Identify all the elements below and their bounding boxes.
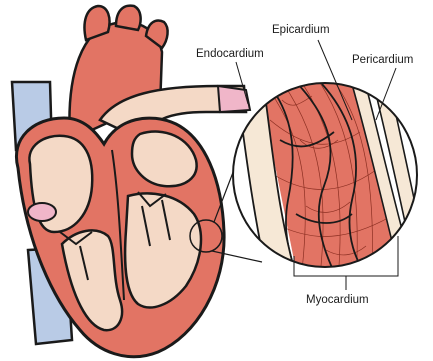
aortic-branch-2 bbox=[116, 6, 141, 30]
label-myocardium: Myocardium bbox=[306, 294, 369, 306]
label-epicardium: Epicardium bbox=[272, 24, 330, 36]
coronary-sinus bbox=[28, 203, 56, 221]
label-endocardium: Endocardium bbox=[196, 48, 264, 60]
label-pericardium: Pericardium bbox=[352, 54, 413, 66]
magnified-wall-view bbox=[233, 70, 433, 290]
pulmonary-vessel-tip bbox=[218, 86, 250, 112]
